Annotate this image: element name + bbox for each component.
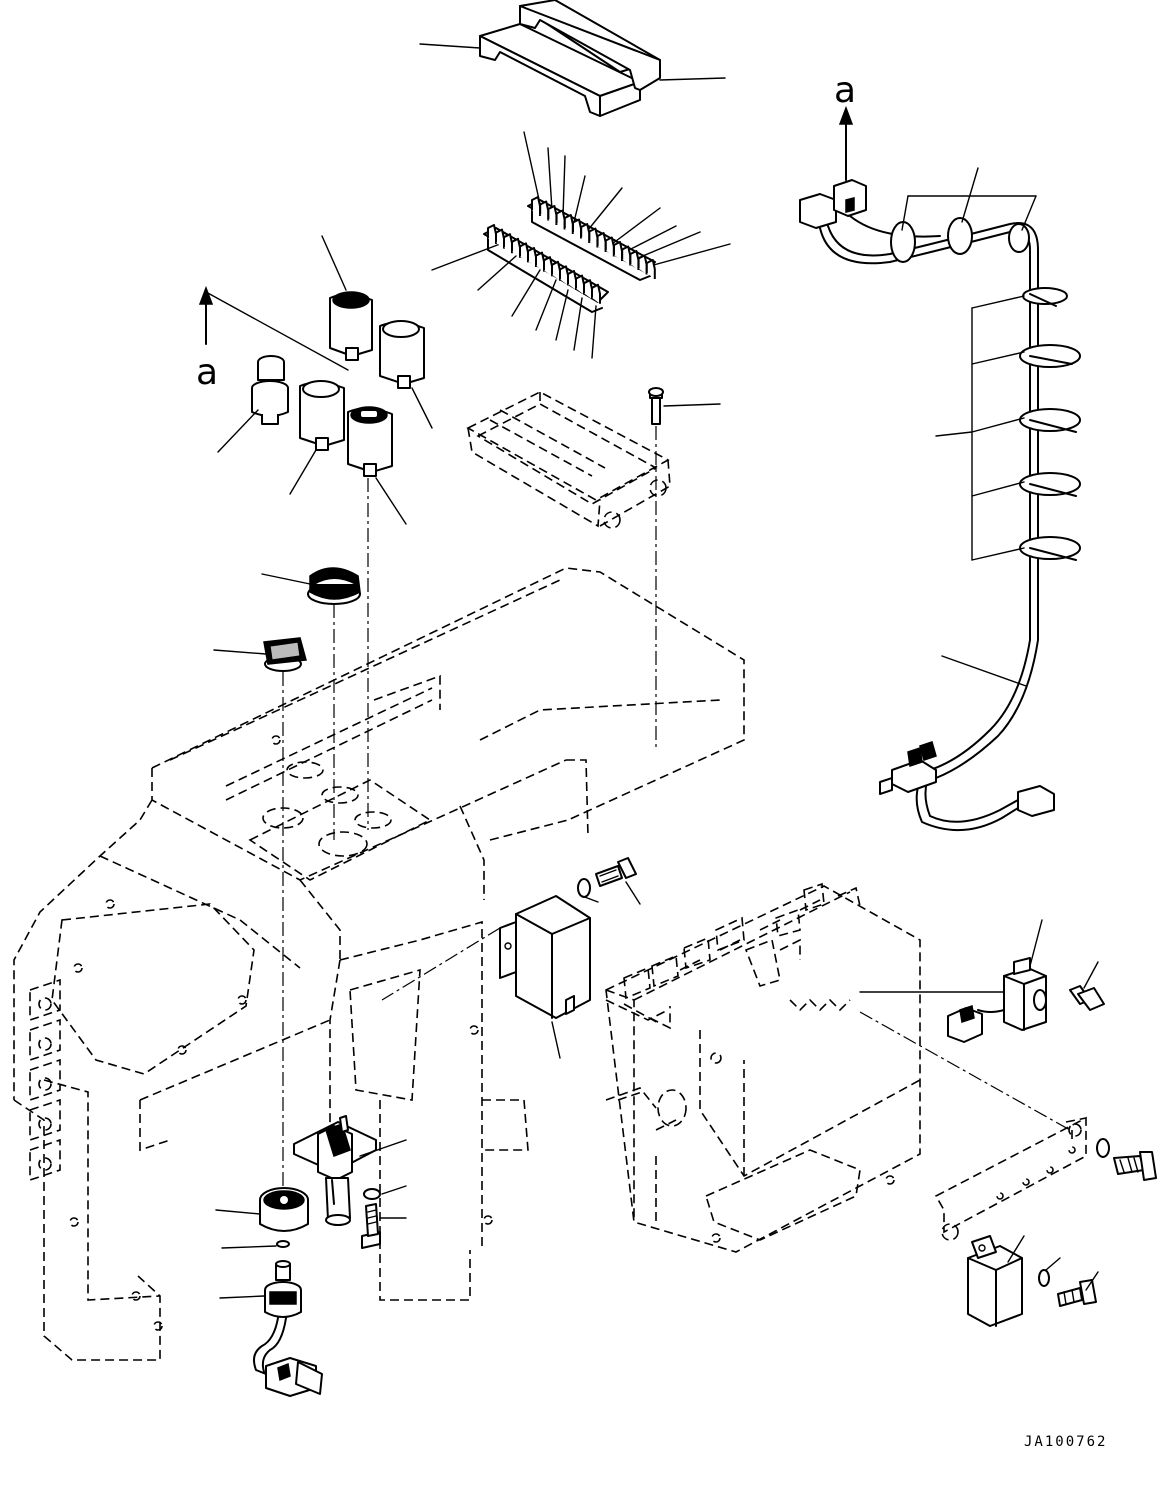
bracket-washer-bolt [1096, 1138, 1157, 1181]
upper-terminal [531, 196, 656, 279]
view-arrow-right: a [834, 70, 856, 181]
lower-terminal-tooth [591, 283, 601, 304]
upper-terminal-tooth [563, 214, 574, 234]
harness-clamps [1019, 287, 1081, 561]
controller-housing [466, 391, 671, 529]
mounting-bracket [859, 1011, 1087, 1241]
upper-terminal-tooth [645, 259, 656, 279]
push-button [217, 355, 289, 453]
selector-switch [219, 1260, 323, 1397]
battery-tray [605, 885, 921, 1253]
harness-connectors-top [799, 179, 867, 229]
relay-module [499, 895, 591, 1059]
washer-and-bolt-relay [381, 857, 641, 1001]
upper-terminal-tooth [613, 241, 623, 261]
screw-small [361, 1203, 407, 1249]
lower-terminal-tooth [503, 233, 513, 254]
console-bracket-tabs [29, 978, 61, 1182]
switch-2 [379, 320, 433, 429]
console-frame [13, 567, 745, 1361]
lower-terminal-tooth [543, 256, 553, 277]
lower-terminal-tooth [511, 237, 521, 258]
cable-cover-pair [419, 0, 726, 117]
rotary-knob-large [261, 567, 361, 840]
buzzer [859, 919, 1047, 1043]
terminal-leaders [431, 131, 731, 359]
lower-terminal-tooth [487, 224, 497, 244]
upper-terminal-tooth [580, 223, 591, 243]
upper-terminal-tooth [572, 218, 582, 239]
upper-terminal-tooth [604, 236, 615, 257]
small-relay [967, 1235, 1099, 1327]
lower-terminal-tooth [527, 247, 537, 267]
washer-small [363, 1185, 407, 1200]
harness-leaders [901, 167, 1037, 687]
upper-terminal-tooth [547, 205, 558, 225]
lower-terminal [487, 224, 601, 304]
rotary-switch-assembly [293, 1115, 407, 1226]
buzzer-bolt [1069, 961, 1105, 1011]
lower-terminal-tooth [519, 242, 529, 263]
harness-cable [819, 215, 1055, 831]
screw [648, 387, 721, 750]
upper-terminal-tooth [588, 227, 599, 248]
view-arrow-left: a [196, 285, 349, 393]
upper-terminal-tooth [621, 245, 632, 266]
drawing-code: JA100762 [1024, 1434, 1107, 1450]
o-ring [221, 1240, 290, 1249]
lower-terminal-tooth [535, 251, 545, 272]
upper-terminal-tooth [531, 196, 541, 216]
view-mark-right: a [834, 70, 856, 111]
knob-bushing [215, 1187, 309, 1232]
upper-terminal-tooth [539, 200, 550, 221]
upper-terminal-tooth [555, 209, 566, 230]
switch-1 [321, 235, 373, 361]
view-mark-left: a [196, 352, 218, 393]
battery-tray-terminals [605, 882, 825, 1021]
switch-4 [347, 406, 407, 830]
upper-terminal-tooth [596, 232, 607, 252]
switch-3 [289, 380, 345, 495]
